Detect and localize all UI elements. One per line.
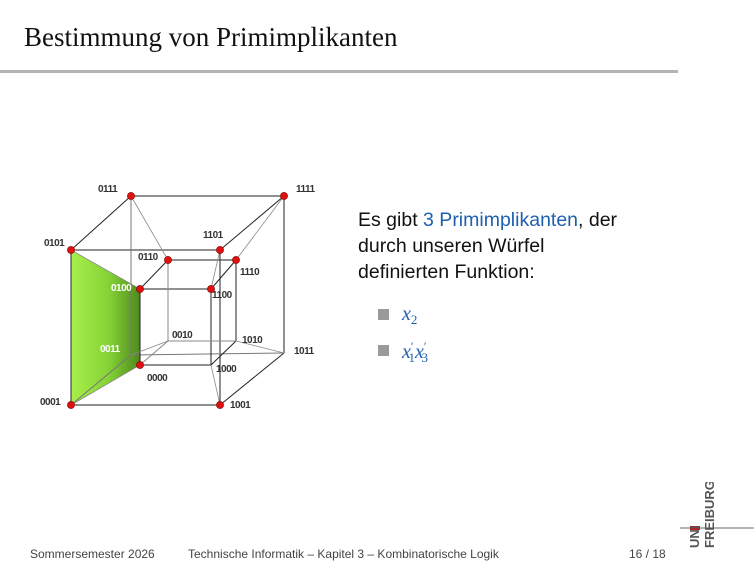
body-line-3: definierten Funktion: [358, 261, 535, 283]
cube-connections [70, 195, 285, 406]
node-0100 [136, 285, 144, 293]
bullet-square-icon [378, 345, 389, 356]
footer-semester: Sommersemester 2026 [30, 547, 155, 561]
highlighted-face [71, 250, 140, 405]
node-1100 [207, 285, 215, 293]
title-divider [0, 70, 678, 73]
body-text: Es gibt 3 Primimplikanten, der durch uns… [358, 207, 678, 285]
label-0010: 0010 [172, 330, 193, 341]
label-0011: 0011 [100, 344, 121, 355]
label-0001: 0001 [40, 397, 61, 408]
label-1100: 1100 [212, 290, 233, 301]
hypercube-diagram: 0111 1111 0101 1101 0110 1110 0100 1100 … [40, 184, 316, 411]
footer-course: Technische Informatik – Kapitel 3 – Komb… [188, 547, 499, 561]
label-1011: 1011 [294, 346, 315, 357]
node-0001 [67, 401, 75, 409]
primimplikanten-highlight: 3 Primimplikanten [423, 209, 579, 231]
label-0000: 0000 [147, 373, 168, 384]
node-1101 [216, 246, 224, 254]
footer-page-number: 16 / 18 [629, 547, 666, 561]
label-1000: 1000 [216, 364, 237, 375]
node-1001 [216, 401, 224, 409]
bullet-formula-1: x2 [402, 303, 418, 327]
label-0110: 0110 [138, 252, 159, 263]
inner-cube-edges [139, 259, 237, 366]
label-1010: 1010 [242, 335, 263, 346]
node-0110 [164, 256, 172, 264]
label-1001: 1001 [230, 400, 251, 411]
label-1110: 1110 [240, 267, 260, 278]
label-0100: 0100 [111, 283, 132, 294]
logo-uni-text: UNI [687, 526, 702, 548]
label-0101: 0101 [44, 238, 65, 249]
slide-title: Bestimmung von Primimplikanten [24, 22, 398, 52]
label-0111: 0111 [98, 184, 118, 195]
uni-freiburg-logo: UNI FREIBURG [680, 482, 754, 548]
outer-cube-edges [70, 195, 285, 406]
node-0000 [136, 361, 144, 369]
body-line-2: durch unseren Würfel [358, 235, 545, 257]
node-0101 [67, 246, 75, 254]
body-line-1: Es gibt 3 Primimplikanten, der [358, 209, 618, 231]
bullet-formula-2: x′1x′3 [402, 339, 429, 365]
node-1111 [280, 192, 288, 200]
logo-freiburg-text: FREIBURG [702, 482, 717, 548]
node-1110 [232, 256, 240, 264]
node-0111 [127, 192, 135, 200]
label-1101: 1101 [203, 230, 224, 241]
label-1111: 1111 [296, 184, 316, 195]
bullet-square-icon [378, 309, 389, 320]
